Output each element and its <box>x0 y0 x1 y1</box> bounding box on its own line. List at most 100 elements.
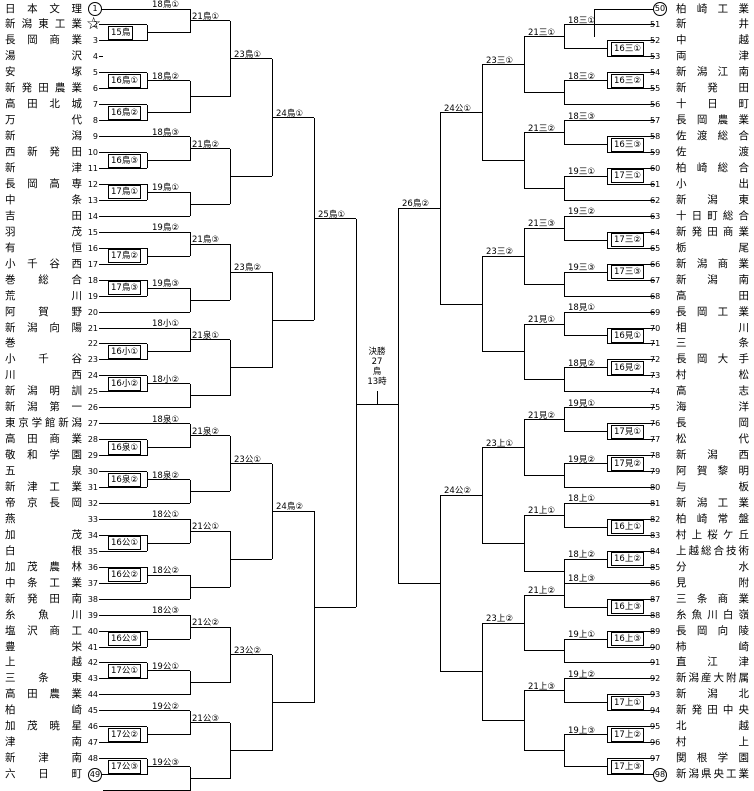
team-number: 36 <box>87 562 98 572</box>
bracket-line <box>523 595 525 651</box>
team-name: 日本文理 <box>5 2 82 15</box>
bracket-line <box>190 148 230 150</box>
team-number: 23 <box>87 355 98 365</box>
game-label: 17公③ <box>108 759 141 774</box>
bracket-line <box>606 359 608 376</box>
team-number: 96 <box>650 738 661 748</box>
team-name: 柿崎 <box>676 640 749 653</box>
bracket-line <box>606 40 608 57</box>
bracket-line <box>103 758 147 760</box>
bracket-line <box>651 199 655 201</box>
bracket-line <box>651 678 655 680</box>
bracket-line <box>99 423 103 425</box>
game-label: 17見② <box>611 456 644 471</box>
bracket-line <box>564 431 607 433</box>
bracket-line <box>651 263 655 265</box>
team-number: 52 <box>650 36 661 46</box>
game-label: 16上② <box>611 552 644 567</box>
bracket-line <box>481 256 483 352</box>
game-label: 19見② <box>568 454 595 465</box>
bracket-line <box>99 231 103 233</box>
bracket-line <box>593 9 595 37</box>
bracket-line <box>607 343 651 345</box>
bracket-line <box>606 455 608 472</box>
team-number: 44 <box>87 690 98 700</box>
game-label: 26鳥② <box>402 199 429 210</box>
team-name: 敬和学園 <box>5 449 82 462</box>
bracket-line <box>103 8 190 10</box>
bracket-line <box>103 391 147 393</box>
bracket-line <box>651 152 655 154</box>
game-label: 17鳥③ <box>108 281 141 296</box>
team-name: 小千谷西 <box>5 257 82 270</box>
bracket-line <box>230 271 272 273</box>
bracket-line <box>607 136 651 138</box>
team-number: 27 <box>87 419 98 429</box>
team-name: 中越 <box>676 34 749 47</box>
game-label: 21三① <box>528 27 555 38</box>
bracket-line <box>103 168 147 169</box>
bracket-line <box>651 582 655 584</box>
game-label: 21上③ <box>528 681 555 692</box>
team-name: 新発田南 <box>5 592 82 605</box>
bracket-line <box>190 243 230 245</box>
bracket-line <box>99 630 103 632</box>
team-name: 塩沢商工 <box>5 624 82 637</box>
bracket-line <box>99 566 103 568</box>
bracket-line <box>651 598 655 600</box>
game-label: 18上② <box>568 550 595 561</box>
bracket-line <box>272 117 314 119</box>
game-label: 17上③ <box>611 759 644 774</box>
bracket-line <box>103 343 147 345</box>
seed-circle-98: 98 <box>653 767 667 782</box>
bracket-line <box>147 112 190 114</box>
bracket-line <box>99 694 103 696</box>
bracket-line <box>651 375 655 377</box>
bracket-line <box>607 359 651 361</box>
bracket-line <box>99 742 103 744</box>
team-number: 63 <box>650 211 661 221</box>
team-number: 86 <box>650 578 661 588</box>
bracket-line <box>651 710 655 712</box>
game-label: 19公① <box>152 661 179 672</box>
team-number: 57 <box>650 116 661 126</box>
bracket-line <box>99 136 103 138</box>
bracket-line <box>563 312 565 336</box>
bracket-line <box>564 175 607 177</box>
team-number: 89 <box>650 626 661 636</box>
game-label: 16三② <box>611 73 644 88</box>
bracket-line <box>607 566 651 568</box>
bracket-line <box>651 168 655 169</box>
team-name: 柏崎 <box>5 704 82 717</box>
bracket-line <box>524 475 564 477</box>
team-number: 3 <box>92 36 98 46</box>
bracket-line <box>651 439 655 441</box>
bracket-line <box>651 231 655 233</box>
bracket-line <box>103 518 190 520</box>
team-name: 十日町 <box>676 98 749 111</box>
game-label: 21鳥③ <box>192 235 219 246</box>
game-label: 16三① <box>611 41 644 56</box>
team-number: 24 <box>87 371 98 381</box>
bracket-line <box>99 391 103 393</box>
bracket-line <box>99 56 103 58</box>
game-label: 18三③ <box>568 111 595 122</box>
bracket-line <box>606 136 608 153</box>
game-label: 23公① <box>234 454 261 465</box>
team-name: 柏崎常盤 <box>676 512 749 525</box>
team-number: 46 <box>87 722 98 732</box>
game-label: 25鳥① <box>318 209 345 220</box>
team-name: 加茂暁星 <box>5 720 82 733</box>
bracket-line <box>230 558 272 560</box>
bracket-line <box>439 112 441 305</box>
team-number: 61 <box>650 179 661 189</box>
bracket-line <box>523 515 525 572</box>
team-number: 2 <box>92 20 98 30</box>
bracket-line <box>103 327 190 329</box>
team-name: 西新発田 <box>5 146 82 159</box>
bracket-line <box>607 646 651 648</box>
bracket-line <box>563 272 565 297</box>
team-name: 燕 <box>5 512 16 525</box>
bracket-line <box>524 514 564 516</box>
